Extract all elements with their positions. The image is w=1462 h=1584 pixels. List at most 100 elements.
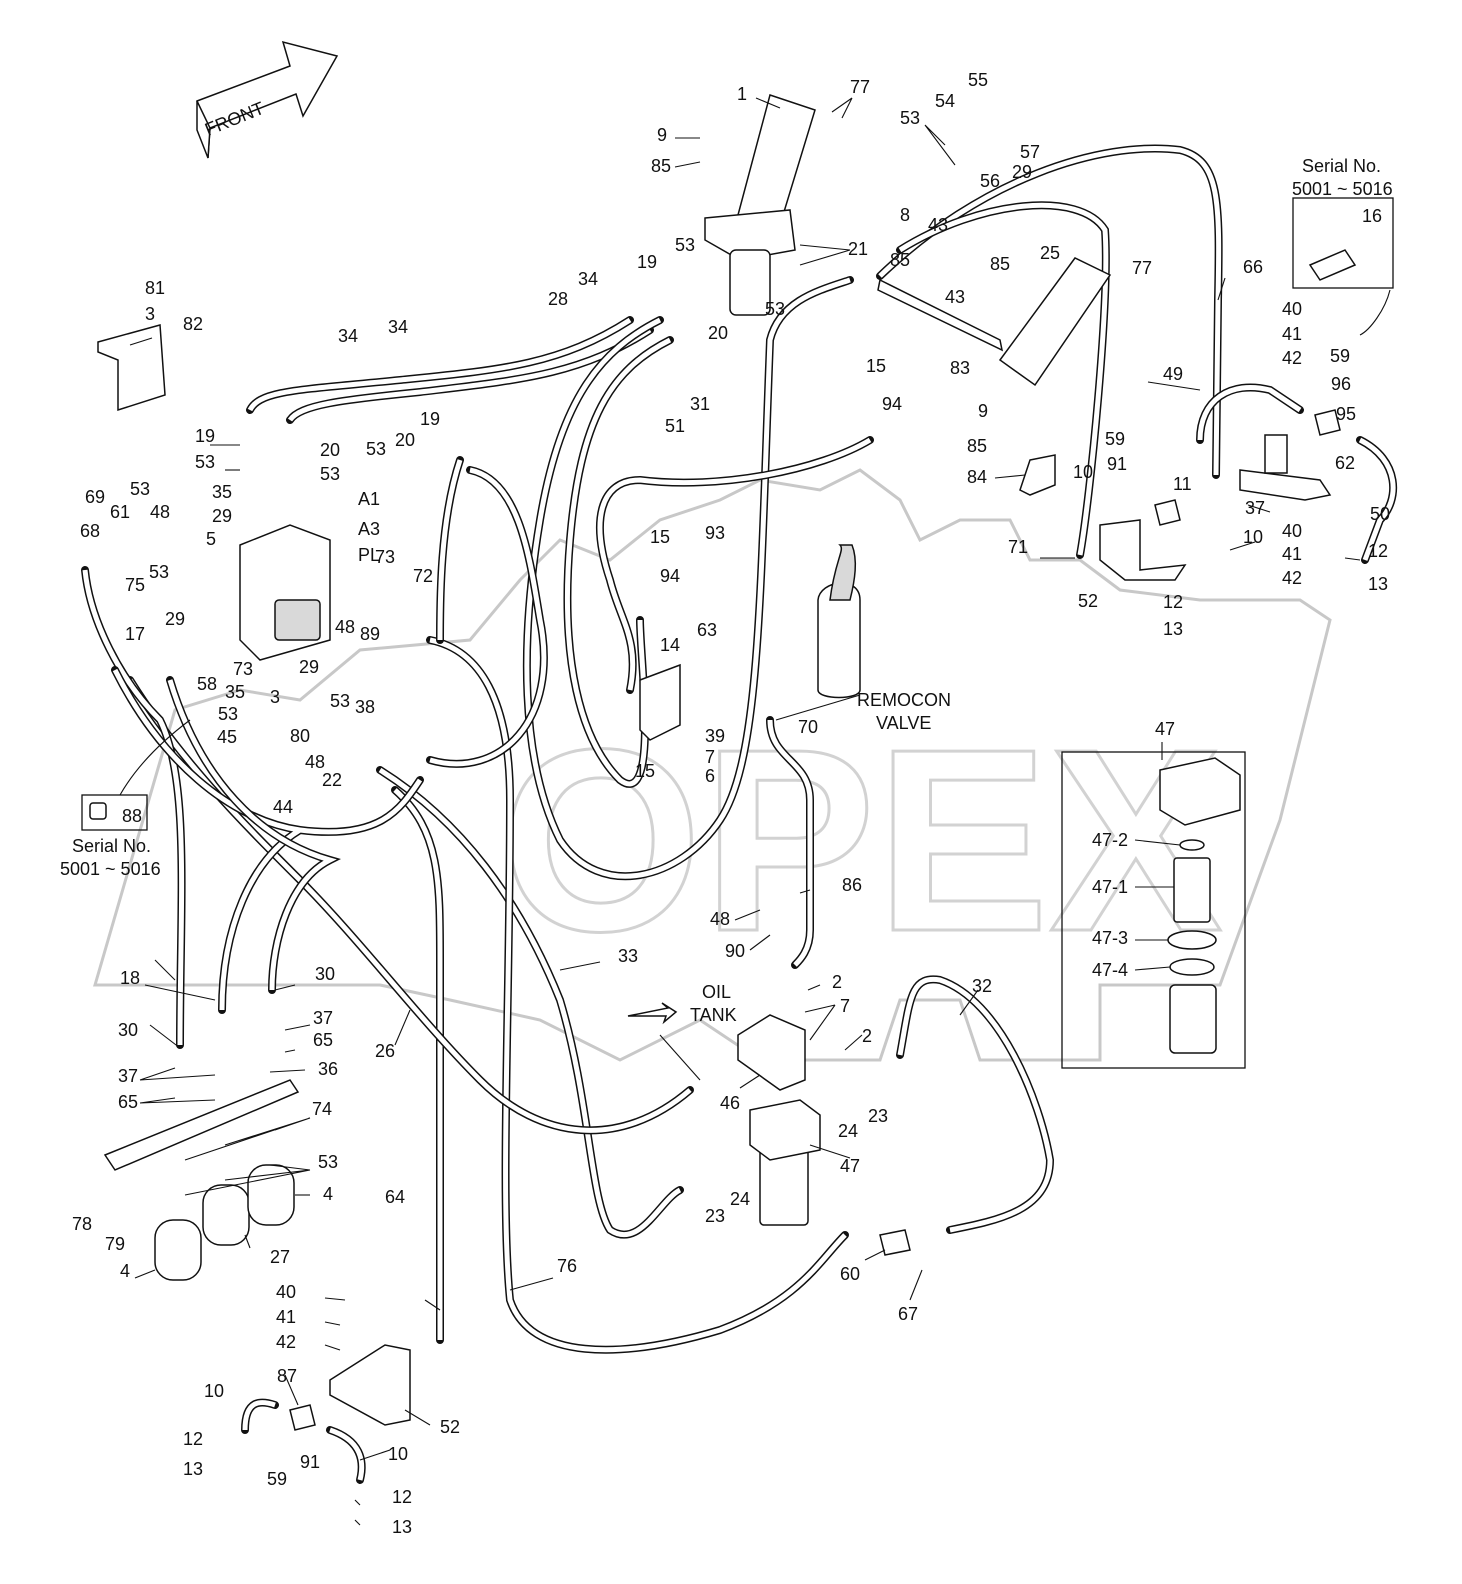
- bracket-46: [737, 1014, 806, 1091]
- oil-tank-label-line1: OIL: [702, 982, 731, 1002]
- part-callout-15: 15: [635, 761, 655, 781]
- part-callout-72: 72: [413, 566, 433, 586]
- inset-label-47-1: 47-1: [1092, 877, 1128, 897]
- part-callout-30: 30: [118, 1020, 138, 1040]
- inset-label-47-2: 47-2: [1092, 830, 1128, 850]
- inset-element-47-1: [1173, 857, 1211, 923]
- part-callout-10: 10: [388, 1444, 408, 1464]
- part-callout-45: 45: [217, 727, 237, 747]
- part-callout-29: 29: [1012, 162, 1032, 182]
- part-callout-53: 53: [218, 704, 238, 724]
- accumulator-4a: [154, 1219, 202, 1281]
- part-callout-20: 20: [395, 430, 415, 450]
- port-label-pl: PL: [358, 545, 380, 565]
- part-callout-44: 44: [273, 797, 293, 817]
- part-callout-74: 74: [312, 1099, 332, 1119]
- part-callout-35: 35: [225, 682, 245, 702]
- serial-left-line1: Serial No.: [72, 836, 151, 856]
- part-callout-85: 85: [890, 250, 910, 270]
- inset-bowl: [1169, 984, 1217, 1054]
- part-callout-23: 23: [868, 1106, 888, 1126]
- part-callout-42: 42: [1282, 348, 1302, 368]
- part-callout-13: 13: [1163, 619, 1183, 639]
- part-callout-41: 41: [276, 1307, 296, 1327]
- part-callout-1: 1: [737, 84, 747, 104]
- block-14: [639, 663, 681, 741]
- part-callout-20: 20: [320, 440, 340, 460]
- part-callout-19: 19: [195, 426, 215, 446]
- part-callout-34: 34: [388, 317, 408, 337]
- part-callout-76: 76: [557, 1256, 577, 1276]
- port-label-a1: A1: [358, 489, 380, 509]
- bracket-82: [97, 324, 166, 412]
- part-callout-26: 26: [375, 1041, 395, 1061]
- part-callout-95: 95: [1336, 404, 1356, 424]
- annotations: Serial No. 5001 ~ 5016 Serial No. 5001 ~…: [60, 156, 1393, 1025]
- part-callout-34: 34: [338, 326, 358, 346]
- inset-ring-47-3: [1167, 930, 1217, 950]
- part-callout-35: 35: [212, 482, 232, 502]
- part-callout-64: 64: [385, 1187, 405, 1207]
- part-callout-53: 53: [130, 479, 150, 499]
- part-callout-77: 77: [1132, 258, 1152, 278]
- part-callout-24: 24: [838, 1121, 858, 1141]
- part-callout-85: 85: [990, 254, 1010, 274]
- accumulator-27: [202, 1184, 250, 1246]
- part-callout-53: 53: [366, 439, 386, 459]
- part-callout-9: 9: [978, 401, 988, 421]
- part-callout-56: 56: [980, 171, 1000, 191]
- part-callout-79: 79: [105, 1234, 125, 1254]
- part-callout-7: 7: [840, 996, 850, 1016]
- bracket-52-lower: [329, 1344, 411, 1426]
- part-callout-60: 60: [840, 1264, 860, 1284]
- part-callout-39: 39: [705, 726, 725, 746]
- part-callout-62: 62: [1335, 453, 1355, 473]
- part-callout-43: 43: [928, 215, 948, 235]
- part-callout-90: 90: [725, 941, 745, 961]
- part-callout-81: 81: [145, 278, 165, 298]
- watermark-text: OPEX: [500, 696, 1224, 986]
- part-callout-73: 73: [233, 659, 253, 679]
- serial-inset-box-left: [81, 794, 148, 831]
- part-callout-9: 9: [657, 125, 667, 145]
- part-callout-11: 11: [1173, 474, 1192, 494]
- part-callout-86: 86: [842, 875, 862, 895]
- remocon-label-line1: REMOCON: [857, 690, 951, 710]
- part-callout-19: 19: [637, 252, 657, 272]
- remocon-lever: [829, 544, 857, 601]
- part-callout-87: 87: [277, 1366, 297, 1386]
- part-callout-54: 54: [935, 91, 955, 111]
- part-callout-42: 42: [276, 1332, 296, 1352]
- tee-11: [1154, 499, 1181, 526]
- pedal-25: [998, 257, 1112, 387]
- part-callout-41: 41: [1282, 324, 1302, 344]
- serial-left-line2: 5001 ~ 5016: [60, 859, 161, 879]
- hoses: [81, 144, 1397, 1484]
- front-arrow: FRONT: [196, 40, 339, 159]
- part-callout-78: 78: [72, 1214, 92, 1234]
- part-callout-40: 40: [276, 1282, 296, 1302]
- remocon-leader: [775, 694, 861, 721]
- bracket-52-right: [1099, 519, 1187, 581]
- part-callout-17: 17: [125, 624, 145, 644]
- part-callout-82: 82: [183, 314, 203, 334]
- part-callout-53: 53: [318, 1152, 338, 1172]
- part-callout-13: 13: [183, 1459, 203, 1479]
- part-callout-10: 10: [1243, 527, 1263, 547]
- pedal-1: [737, 94, 816, 226]
- part-callout-84: 84: [967, 467, 987, 487]
- part-callout-68: 68: [80, 521, 100, 541]
- part-callout-48: 48: [335, 617, 355, 637]
- part-callout-50: 50: [1370, 504, 1390, 524]
- part-callout-63: 63: [697, 620, 717, 640]
- part-callout-51: 51: [665, 416, 685, 436]
- part-callout-24: 24: [730, 1189, 750, 1209]
- filter-inset-box: [1061, 751, 1246, 1069]
- part-callout-13: 13: [1368, 574, 1388, 594]
- part-callout-32: 32: [972, 976, 992, 996]
- part-callout-16: 16: [1362, 206, 1382, 226]
- inset-arrow-left: [119, 719, 191, 796]
- part-callout-59: 59: [1105, 429, 1125, 449]
